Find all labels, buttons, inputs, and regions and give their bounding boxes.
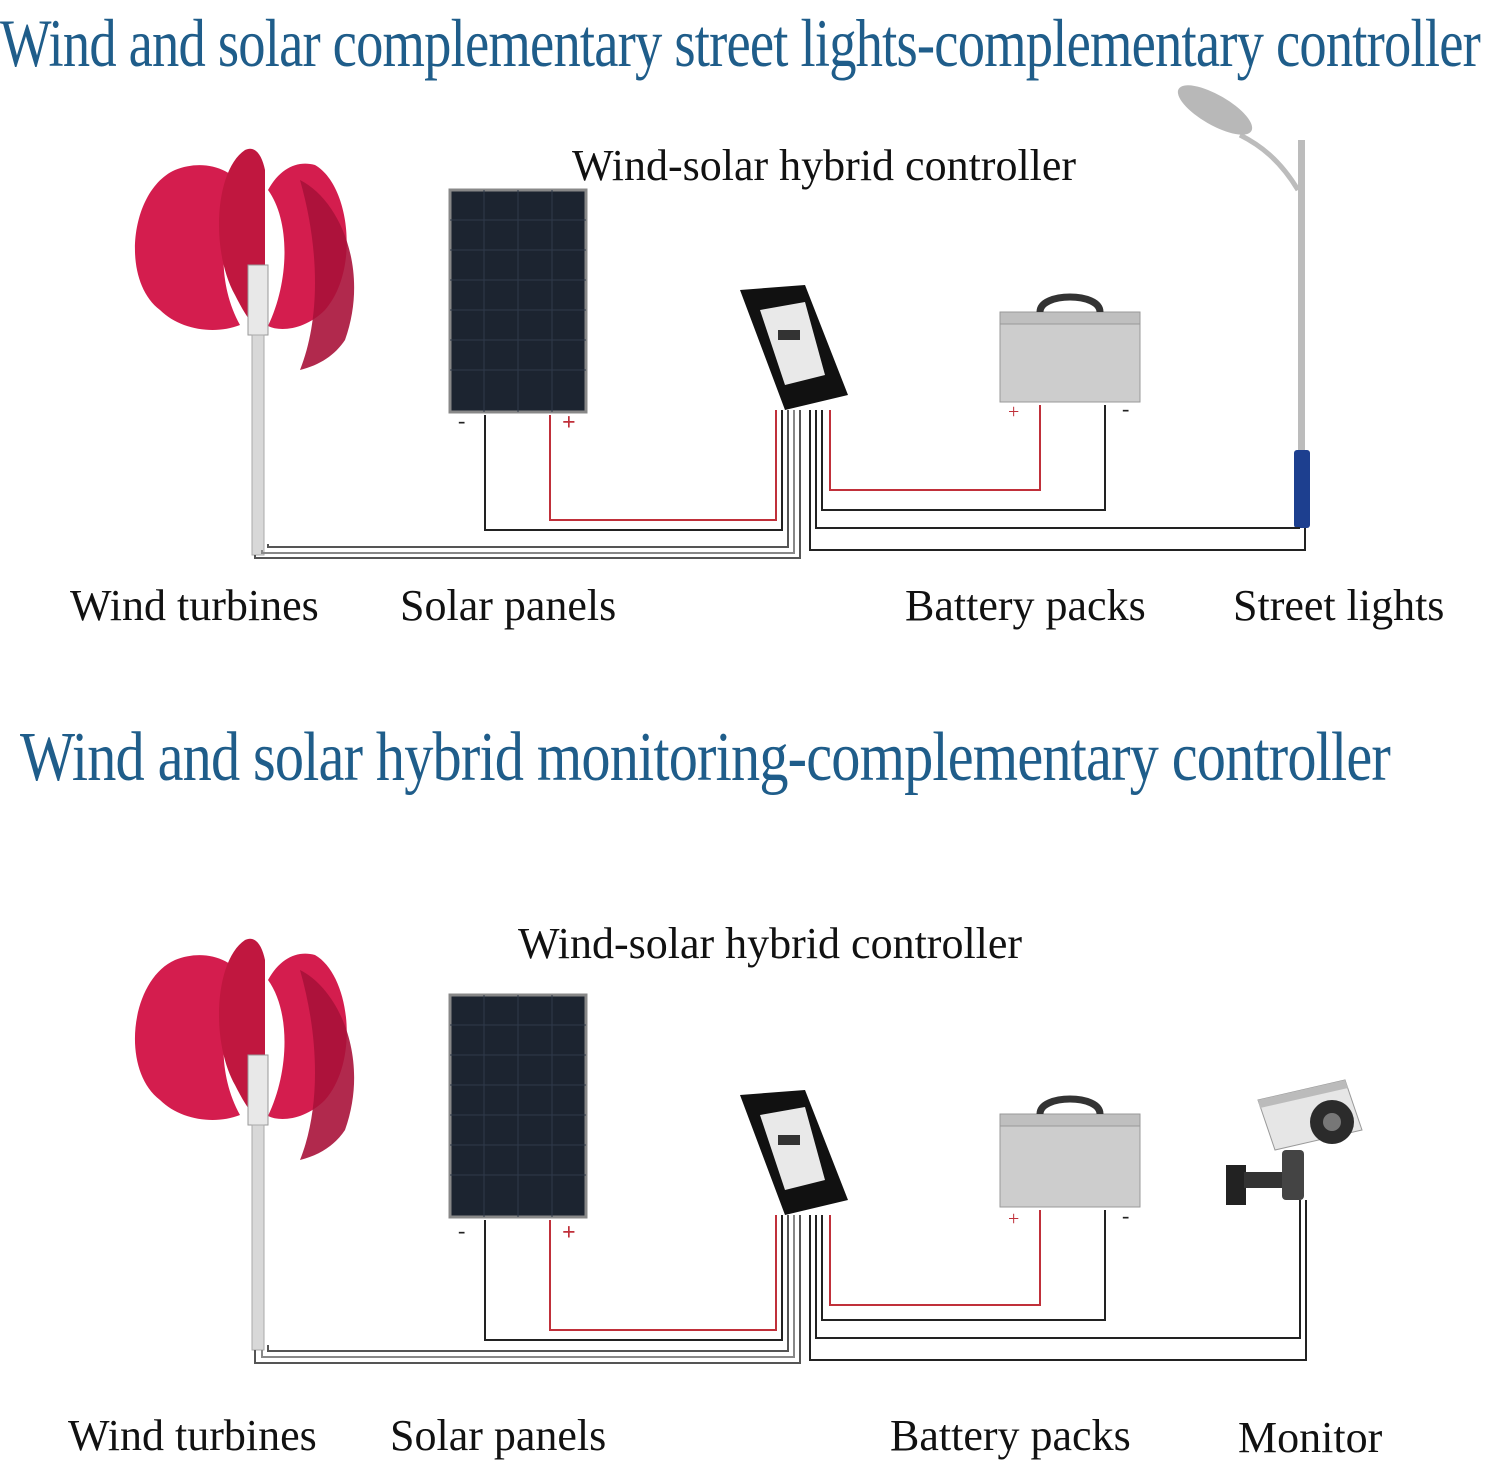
- hybrid-controller-icon: [740, 1090, 848, 1215]
- solar-minus-label: -: [458, 408, 465, 433]
- battery-pack-icon: [999, 1095, 1141, 1208]
- battery-plus-label: +: [1008, 401, 1019, 423]
- battery-minus-label: -: [1122, 396, 1129, 421]
- solar-plus-label: +: [562, 1220, 576, 1246]
- battery-plus-label: +: [1008, 1208, 1019, 1230]
- diagram1-title: Wind and solar complementary street ligh…: [0, 5, 1481, 81]
- diagram2-load-label: Monitor: [1238, 1413, 1383, 1462]
- diagram1-controller-label: Wind-solar hybrid controller: [572, 141, 1077, 190]
- wind-turbine-icon: [134, 938, 355, 1351]
- diagram1-solar-label: Solar panels: [400, 581, 617, 630]
- solar-panel-icon: [448, 188, 588, 414]
- diagram2-battery-label: Battery packs: [890, 1411, 1131, 1460]
- wind-turbine-icon: [134, 148, 355, 556]
- diagram2-schematic: - + + -: [134, 938, 1363, 1364]
- street-light-icon: [1177, 85, 1310, 528]
- solar-panel-icon: [448, 993, 588, 1219]
- diagram1-load-label: Street lights: [1233, 581, 1445, 630]
- diagram1-schematic: - + + -: [134, 85, 1310, 559]
- battery-minus-label: -: [1122, 1203, 1129, 1228]
- security-camera-icon: [1226, 1079, 1363, 1205]
- solar-minus-label: -: [458, 1218, 465, 1243]
- diagram2-title: Wind and solar hybrid monitoring-complem…: [20, 719, 1391, 796]
- battery-pack-icon: [999, 293, 1141, 403]
- diagram2-controller-label: Wind-solar hybrid controller: [518, 919, 1023, 968]
- diagram1-battery-label: Battery packs: [905, 581, 1146, 630]
- hybrid-controller-icon: [740, 285, 848, 410]
- diagram2-solar-label: Solar panels: [390, 1411, 607, 1460]
- diagram1-wind-label: Wind turbines: [70, 581, 319, 630]
- diagram2-wind-label: Wind turbines: [68, 1411, 317, 1460]
- solar-plus-label: +: [562, 410, 576, 436]
